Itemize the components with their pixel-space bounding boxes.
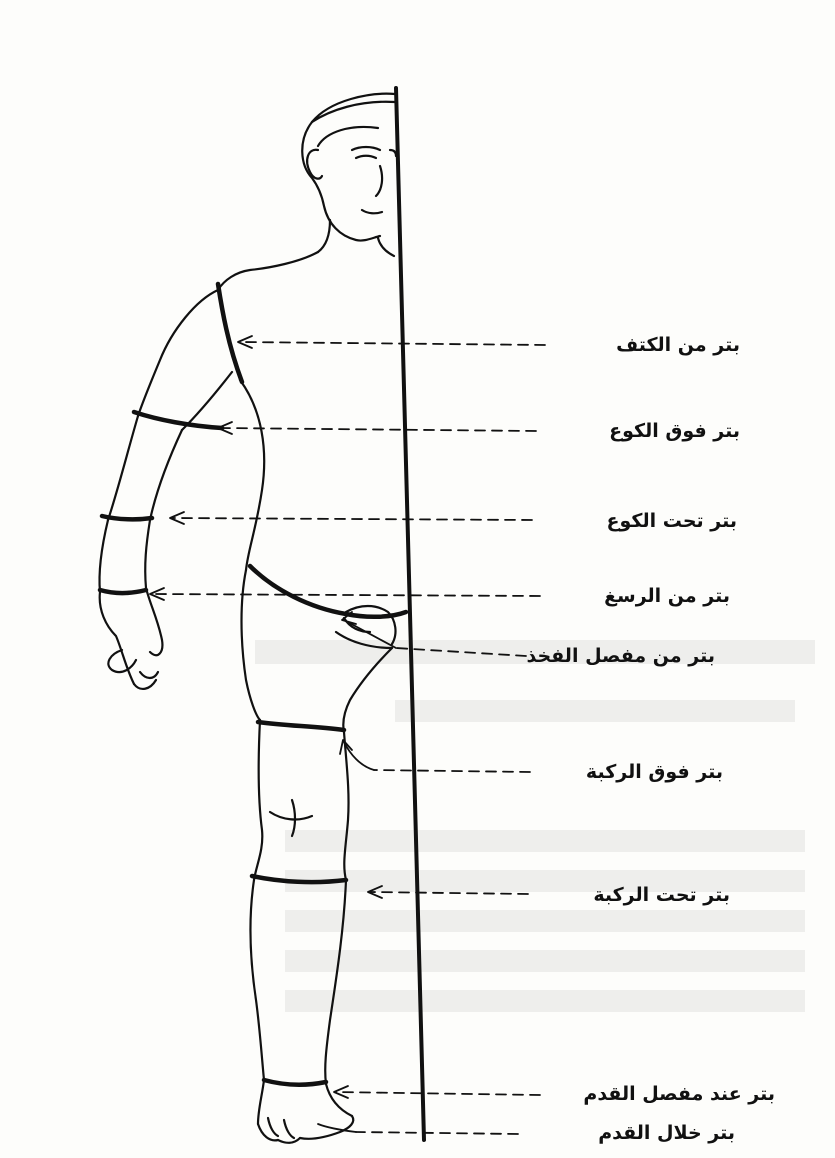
arm-and-torso-outline — [99, 252, 395, 732]
label-through-foot-amputation: بتر خلال القدم — [598, 1122, 735, 1144]
band-shoulder — [218, 284, 242, 382]
band-below-elbow — [102, 516, 152, 519]
label-ankle-amputation: بتر عند مفصل القدم — [583, 1083, 775, 1105]
band-above-elbow — [134, 412, 222, 428]
label-wrist-amputation: بتر من الرسغ — [604, 585, 730, 607]
band-below-knee — [252, 876, 346, 882]
band-wrist — [100, 590, 146, 593]
label-above-elbow-amputation: بتر فوق الكوع — [609, 420, 740, 442]
leader-ankle — [334, 1086, 540, 1098]
label-shoulder-amputation: بتر من الكتف — [616, 334, 740, 356]
leader-shoulder — [238, 336, 545, 348]
leader-below-elbow — [170, 512, 532, 524]
leader-wrist — [150, 588, 540, 600]
leader-above-elbow — [218, 422, 536, 434]
label-above-knee-amputation: بتر فوق الركبة — [586, 761, 723, 783]
leader-below-knee — [368, 886, 528, 898]
band-ankle — [264, 1080, 326, 1085]
band-above-knee — [258, 722, 344, 730]
label-hip-amputation: بتر من مفصل الفخذ — [526, 645, 715, 667]
head-outline — [302, 94, 396, 256]
leader-lines — [150, 336, 545, 1134]
leader-above-knee — [340, 740, 530, 772]
label-below-elbow-amputation: بتر تحت الكوع — [607, 510, 737, 532]
label-below-knee-amputation: بتر تحت الركبة — [593, 884, 730, 906]
